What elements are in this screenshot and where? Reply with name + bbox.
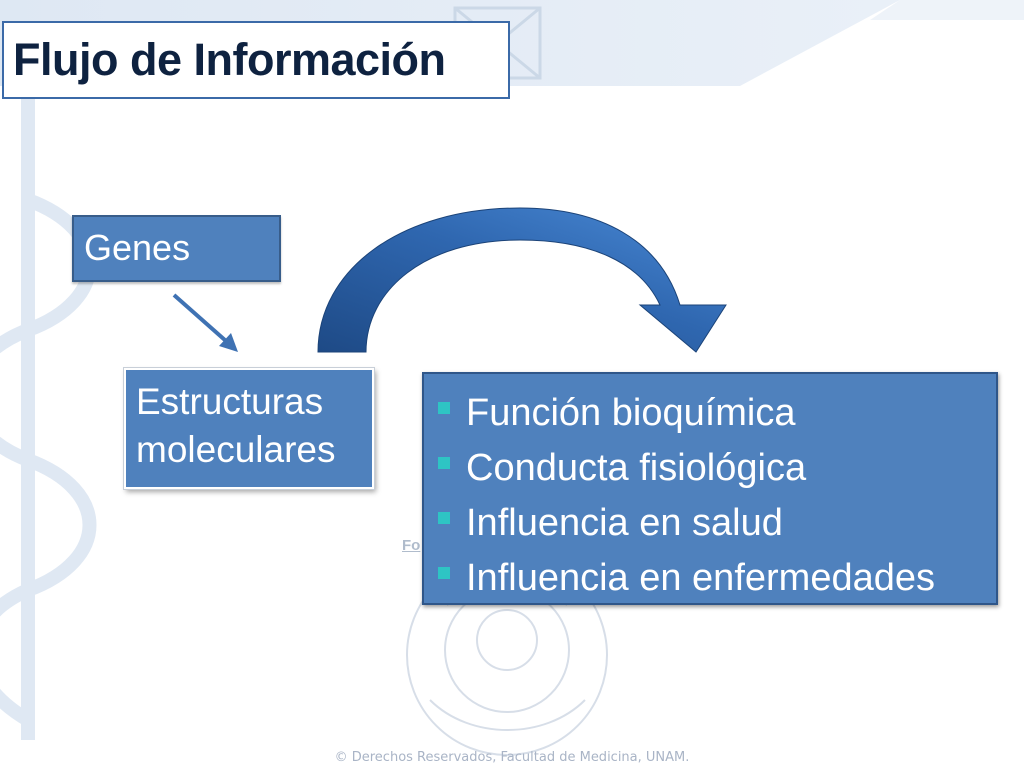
- genes-label: Genes: [84, 227, 191, 268]
- list-item: Influencia en salud: [438, 496, 996, 551]
- structures-label-line2: moleculares: [136, 429, 336, 470]
- genes-box: Genes: [72, 215, 281, 282]
- list-item: Conducta fisiológica: [438, 441, 996, 496]
- caduceus-watermark-icon: [0, 60, 97, 740]
- square-bullet-icon: [438, 401, 450, 414]
- functions-list: Función bioquímica Conducta fisiológica …: [438, 386, 996, 606]
- function-label: Influencia en enfermedades: [466, 557, 935, 599]
- title-box: Flujo de Información: [2, 21, 510, 99]
- square-bullet-icon: [438, 456, 450, 469]
- copyright-footer: © Derechos Reservados, Facultad de Medic…: [334, 750, 690, 765]
- curved-arrow-icon: [317, 207, 727, 353]
- square-bullet-icon: [438, 511, 450, 524]
- function-label: Función bioquímica: [466, 392, 796, 434]
- structures-label-line1: Estructuras: [136, 381, 324, 422]
- structures-box: Estructuras moleculares: [124, 368, 374, 489]
- function-label: Influencia en salud: [466, 502, 783, 544]
- list-item: Influencia en enfermedades: [438, 551, 996, 606]
- page-title: Flujo de Información: [13, 34, 446, 85]
- functions-box: Función bioquímica Conducta fisiológica …: [422, 372, 998, 605]
- diagonal-arrow-icon: [172, 293, 238, 352]
- square-bullet-icon: [438, 566, 450, 579]
- faded-link-text: Fo: [402, 537, 421, 554]
- function-label: Conducta fisiológica: [466, 447, 807, 489]
- list-item: Función bioquímica: [438, 386, 996, 441]
